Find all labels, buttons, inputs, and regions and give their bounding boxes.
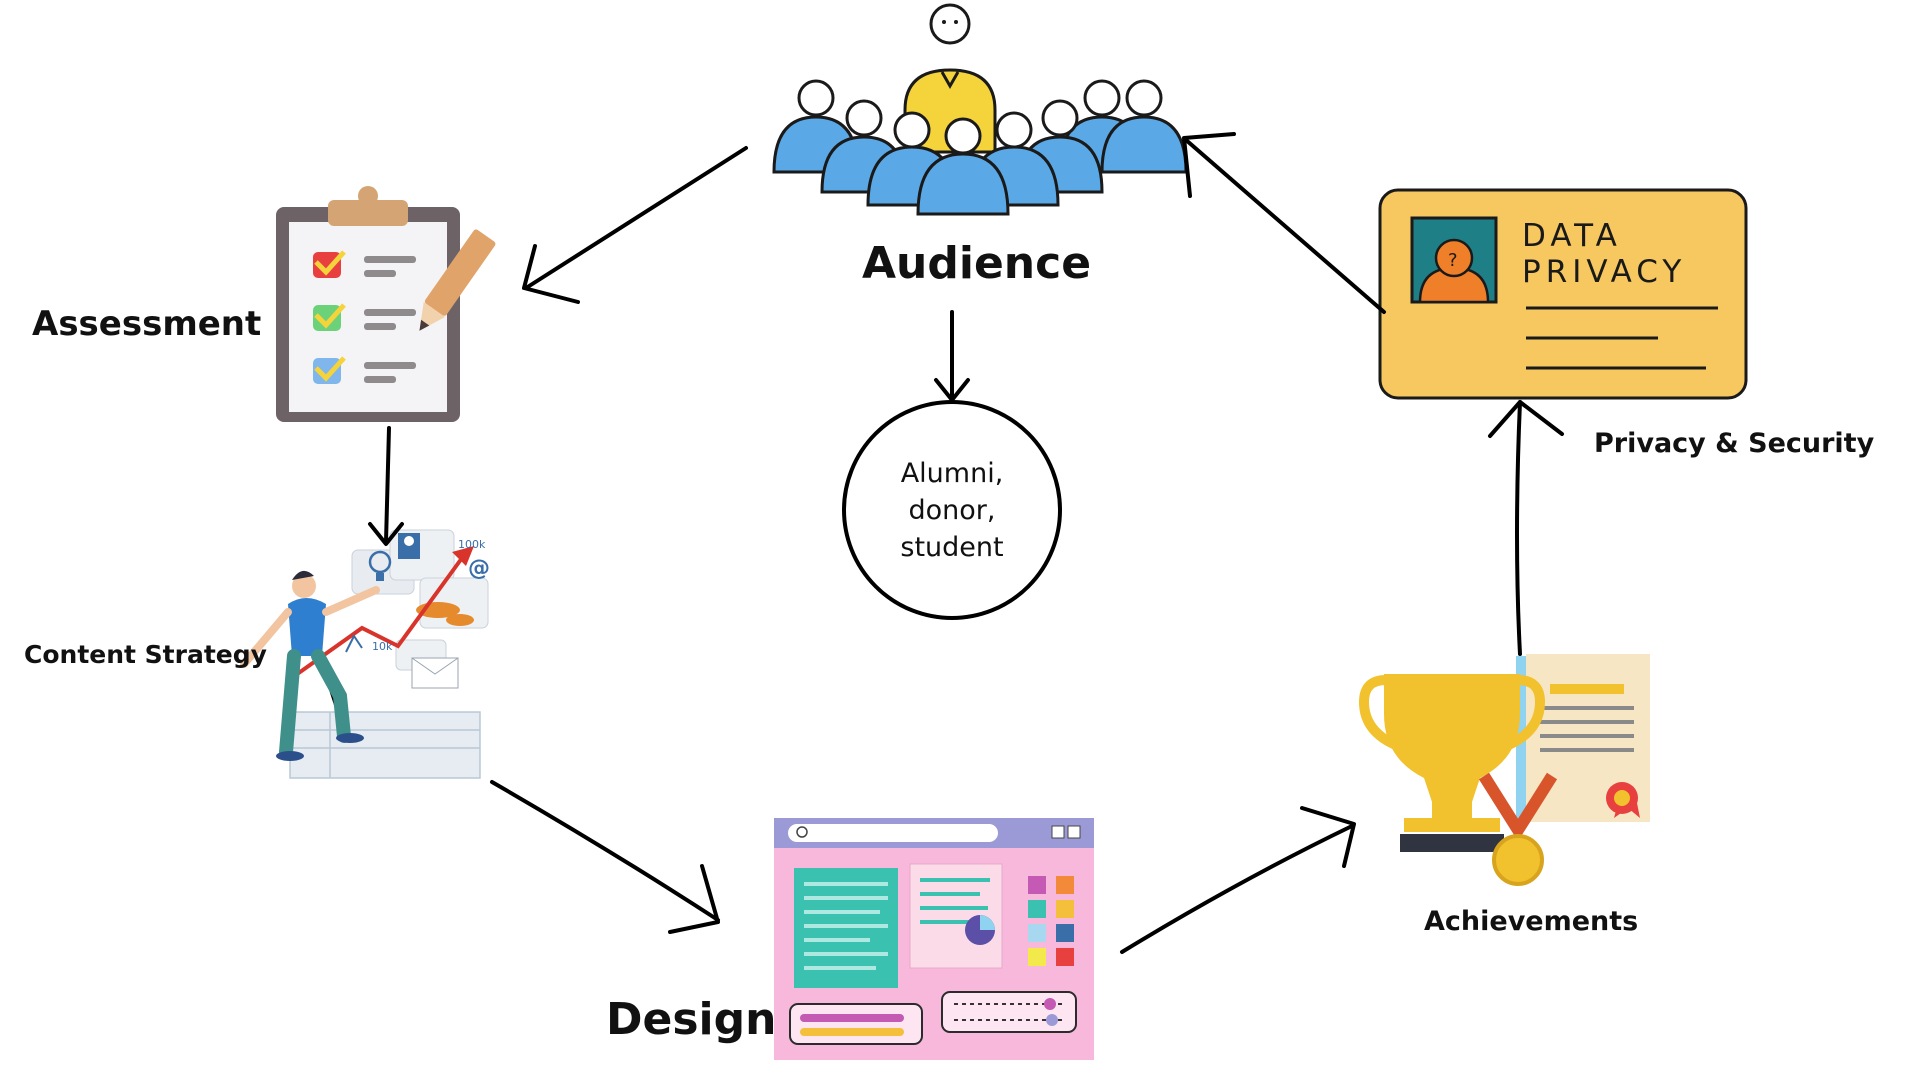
audience-icon [772,3,1188,216]
svg-text:?: ? [1448,250,1458,271]
svg-text:@: @ [468,556,490,581]
flow-arrows [368,132,1564,954]
audience-type-item: student [900,531,1004,563]
arrow-content-to-design [490,780,720,934]
crowd-front-row [866,111,1060,216]
design-window-illustration [774,818,1094,1060]
audience-types-text: Alumni, donor, student [842,400,1062,620]
achievements-label: Achievements [1424,906,1639,937]
crowd-back-row [772,79,1188,194]
content-strategy-illustration: @ [240,529,490,779]
arrow-design-to-achievements [1120,806,1356,954]
color-swatches [1028,876,1074,966]
design-label: Design [606,994,777,1045]
card-title-line-1: DATA [1522,218,1622,254]
arrow-achievements-to-privacy [1488,400,1564,656]
data-privacy-card: ? [1378,188,1748,400]
assessment-label: Assessment [32,304,262,344]
content-strategy-label: Content Strategy [24,640,267,669]
audience-type-item: Alumni, [900,457,1004,489]
arrow-assessment-to-content [368,426,404,546]
chart-label-low: 10k [372,640,393,653]
arrow-privacy-to-audience [1182,132,1386,314]
arrow-audience-to-assessment [522,146,748,304]
data-privacy-card-title: DATA PRIVACY [1522,218,1686,290]
audience-type-item: donor, [908,494,996,526]
clipboard-checklist-icon [276,186,496,422]
arrow-audience-to-circle [934,310,970,402]
chart-label-high: 100k [458,538,486,551]
audience-label: Audience [862,238,1092,289]
trophy-certificate-icon [1358,654,1650,886]
card-title-line-2: PRIVACY [1522,254,1687,290]
privacy-security-label: Privacy & Security [1594,428,1875,459]
